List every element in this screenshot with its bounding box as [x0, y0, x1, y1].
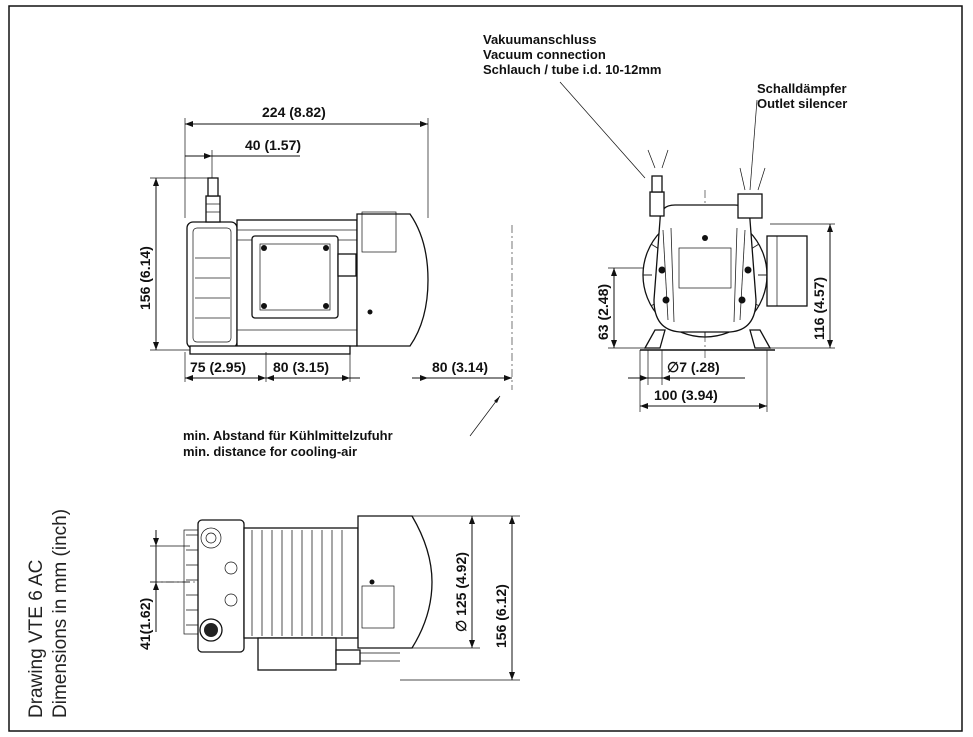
dim-foot-width: 100 (3.94) — [654, 387, 718, 403]
dim-width: 156 (6.12) — [493, 584, 509, 648]
dim-shaft-height: 63 (2.48) — [595, 284, 611, 340]
dim-offset: 41(1.62) — [137, 598, 153, 650]
units-note: Dimensions in mm (inch) — [50, 509, 71, 718]
vacuum-tube-label: Schlauch / tube i.d. 10-12mm — [483, 62, 661, 77]
drawing-title: Drawing VTE 6 AC — [26, 560, 47, 718]
end-view: Vakuumanschluss Vacuum connection Schlau… — [483, 32, 847, 412]
dim-overall-length: 224 (8.82) — [262, 104, 326, 120]
vacuum-label-en: Vacuum connection — [483, 47, 606, 62]
silencer-label-en: Outlet silencer — [757, 96, 847, 111]
dim-side-height: 156 (6.14) — [137, 246, 153, 310]
top-view: 41(1.62) ∅ 125 (4.92) 156 (6.12) — [137, 515, 520, 681]
dim-end-height: 116 (4.57) — [811, 277, 827, 340]
dim-foot-b: 80 (3.15) — [273, 359, 329, 375]
silencer-label-de: Schalldämpfer — [757, 81, 847, 96]
vacuum-label-de: Vakuumanschluss — [483, 32, 596, 47]
side-view: 224 (8.82) 40 (1.57) 156 (6.14) — [137, 104, 513, 390]
dim-inlet-offset: 40 (1.57) — [245, 137, 301, 153]
clearance-note: min. Abstand für Kühlmittelzufuhr min. d… — [183, 395, 501, 459]
dim-diameter: ∅ 125 (4.92) — [453, 552, 469, 632]
dim-foot-a: 75 (2.95) — [190, 359, 246, 375]
clearance-note-de: min. Abstand für Kühlmittelzufuhr — [183, 428, 393, 443]
drawing-border — [8, 5, 963, 732]
dim-clearance: 80 (3.14) — [432, 359, 488, 375]
clearance-note-en: min. distance for cooling-air — [183, 444, 357, 459]
dim-hole: ∅7 (.28) — [667, 359, 720, 375]
